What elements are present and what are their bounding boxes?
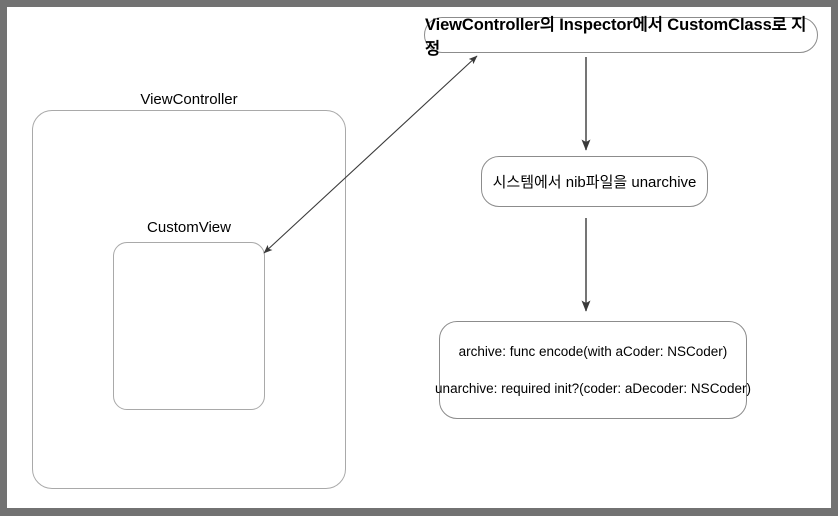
container-customview[interactable] xyxy=(113,242,265,410)
node-coder-methods[interactable]: archive: func encode(with aCoder: NSCode… xyxy=(435,321,751,419)
container-label-customview: CustomView xyxy=(147,219,231,236)
node-spec-label: ViewController의 Inspector에서 CustomClass로… xyxy=(425,16,807,58)
node-unarchive-label: 시스템에서 nib파일을 unarchive xyxy=(492,174,697,191)
node-custom-class-spec[interactable]: ViewController의 Inspector에서 CustomClass로… xyxy=(424,16,818,58)
node-nib-unarchive[interactable]: 시스템에서 nib파일을 unarchive xyxy=(481,156,708,207)
container-label-viewcontroller: ViewController xyxy=(140,91,238,108)
node-coder-unarchive-line: unarchive: required init?(coder: aDecode… xyxy=(435,381,751,396)
node-coder-archive-line: archive: func encode(with aCoder: NSCode… xyxy=(458,344,728,359)
